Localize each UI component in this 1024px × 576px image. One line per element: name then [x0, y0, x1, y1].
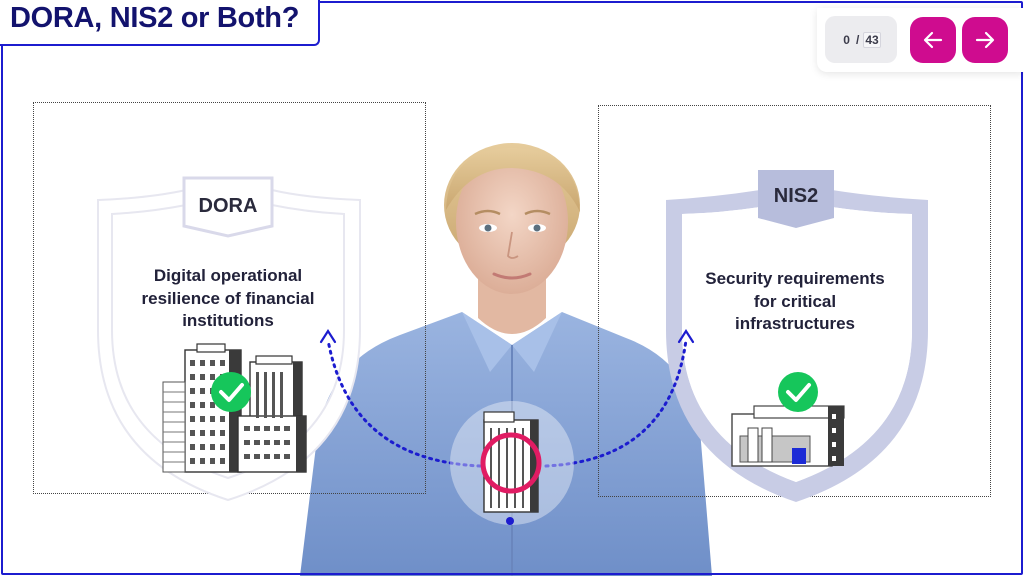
arrow-left-icon	[923, 31, 943, 49]
page-current: 0	[843, 32, 850, 47]
dora-description: Digital operational resilience of financ…	[110, 265, 346, 333]
page-total: 43	[863, 31, 881, 48]
next-button[interactable]	[962, 17, 1008, 63]
connection-node	[506, 517, 514, 525]
title-tab: DORA, NIS2 or Both?	[0, 0, 320, 46]
nis2-description-line: Security requirements	[705, 269, 885, 288]
page-counter: 0 / 43	[825, 16, 897, 63]
dora-description-line: resilience of financial	[141, 288, 315, 308]
target-building-icon	[483, 411, 539, 513]
dotted-arc-right	[544, 328, 695, 468]
nis2-building-icon	[731, 405, 845, 467]
dora-badge: DORA	[198, 195, 258, 217]
dora-description-line: Digital operational	[153, 266, 303, 285]
nis2-badge: NIS2	[773, 185, 819, 207]
nis2-check-icon	[778, 372, 818, 412]
arrow-right-icon	[975, 31, 995, 49]
nis2-description: Security requirements for critical infra…	[680, 268, 910, 336]
dora-description-line: institutions	[182, 311, 274, 330]
dotted-arc-left	[319, 328, 482, 468]
nis2-description-line: infrastructures	[735, 314, 855, 333]
dora-check-icon	[211, 372, 251, 412]
target-ring-icon	[480, 432, 542, 494]
nis2-description-line: for critical	[753, 291, 837, 311]
page-title: DORA, NIS2 or Both?	[10, 2, 300, 34]
dora-buildings-icon	[162, 343, 307, 473]
page-separator: /	[855, 32, 860, 47]
previous-button[interactable]	[910, 17, 956, 63]
